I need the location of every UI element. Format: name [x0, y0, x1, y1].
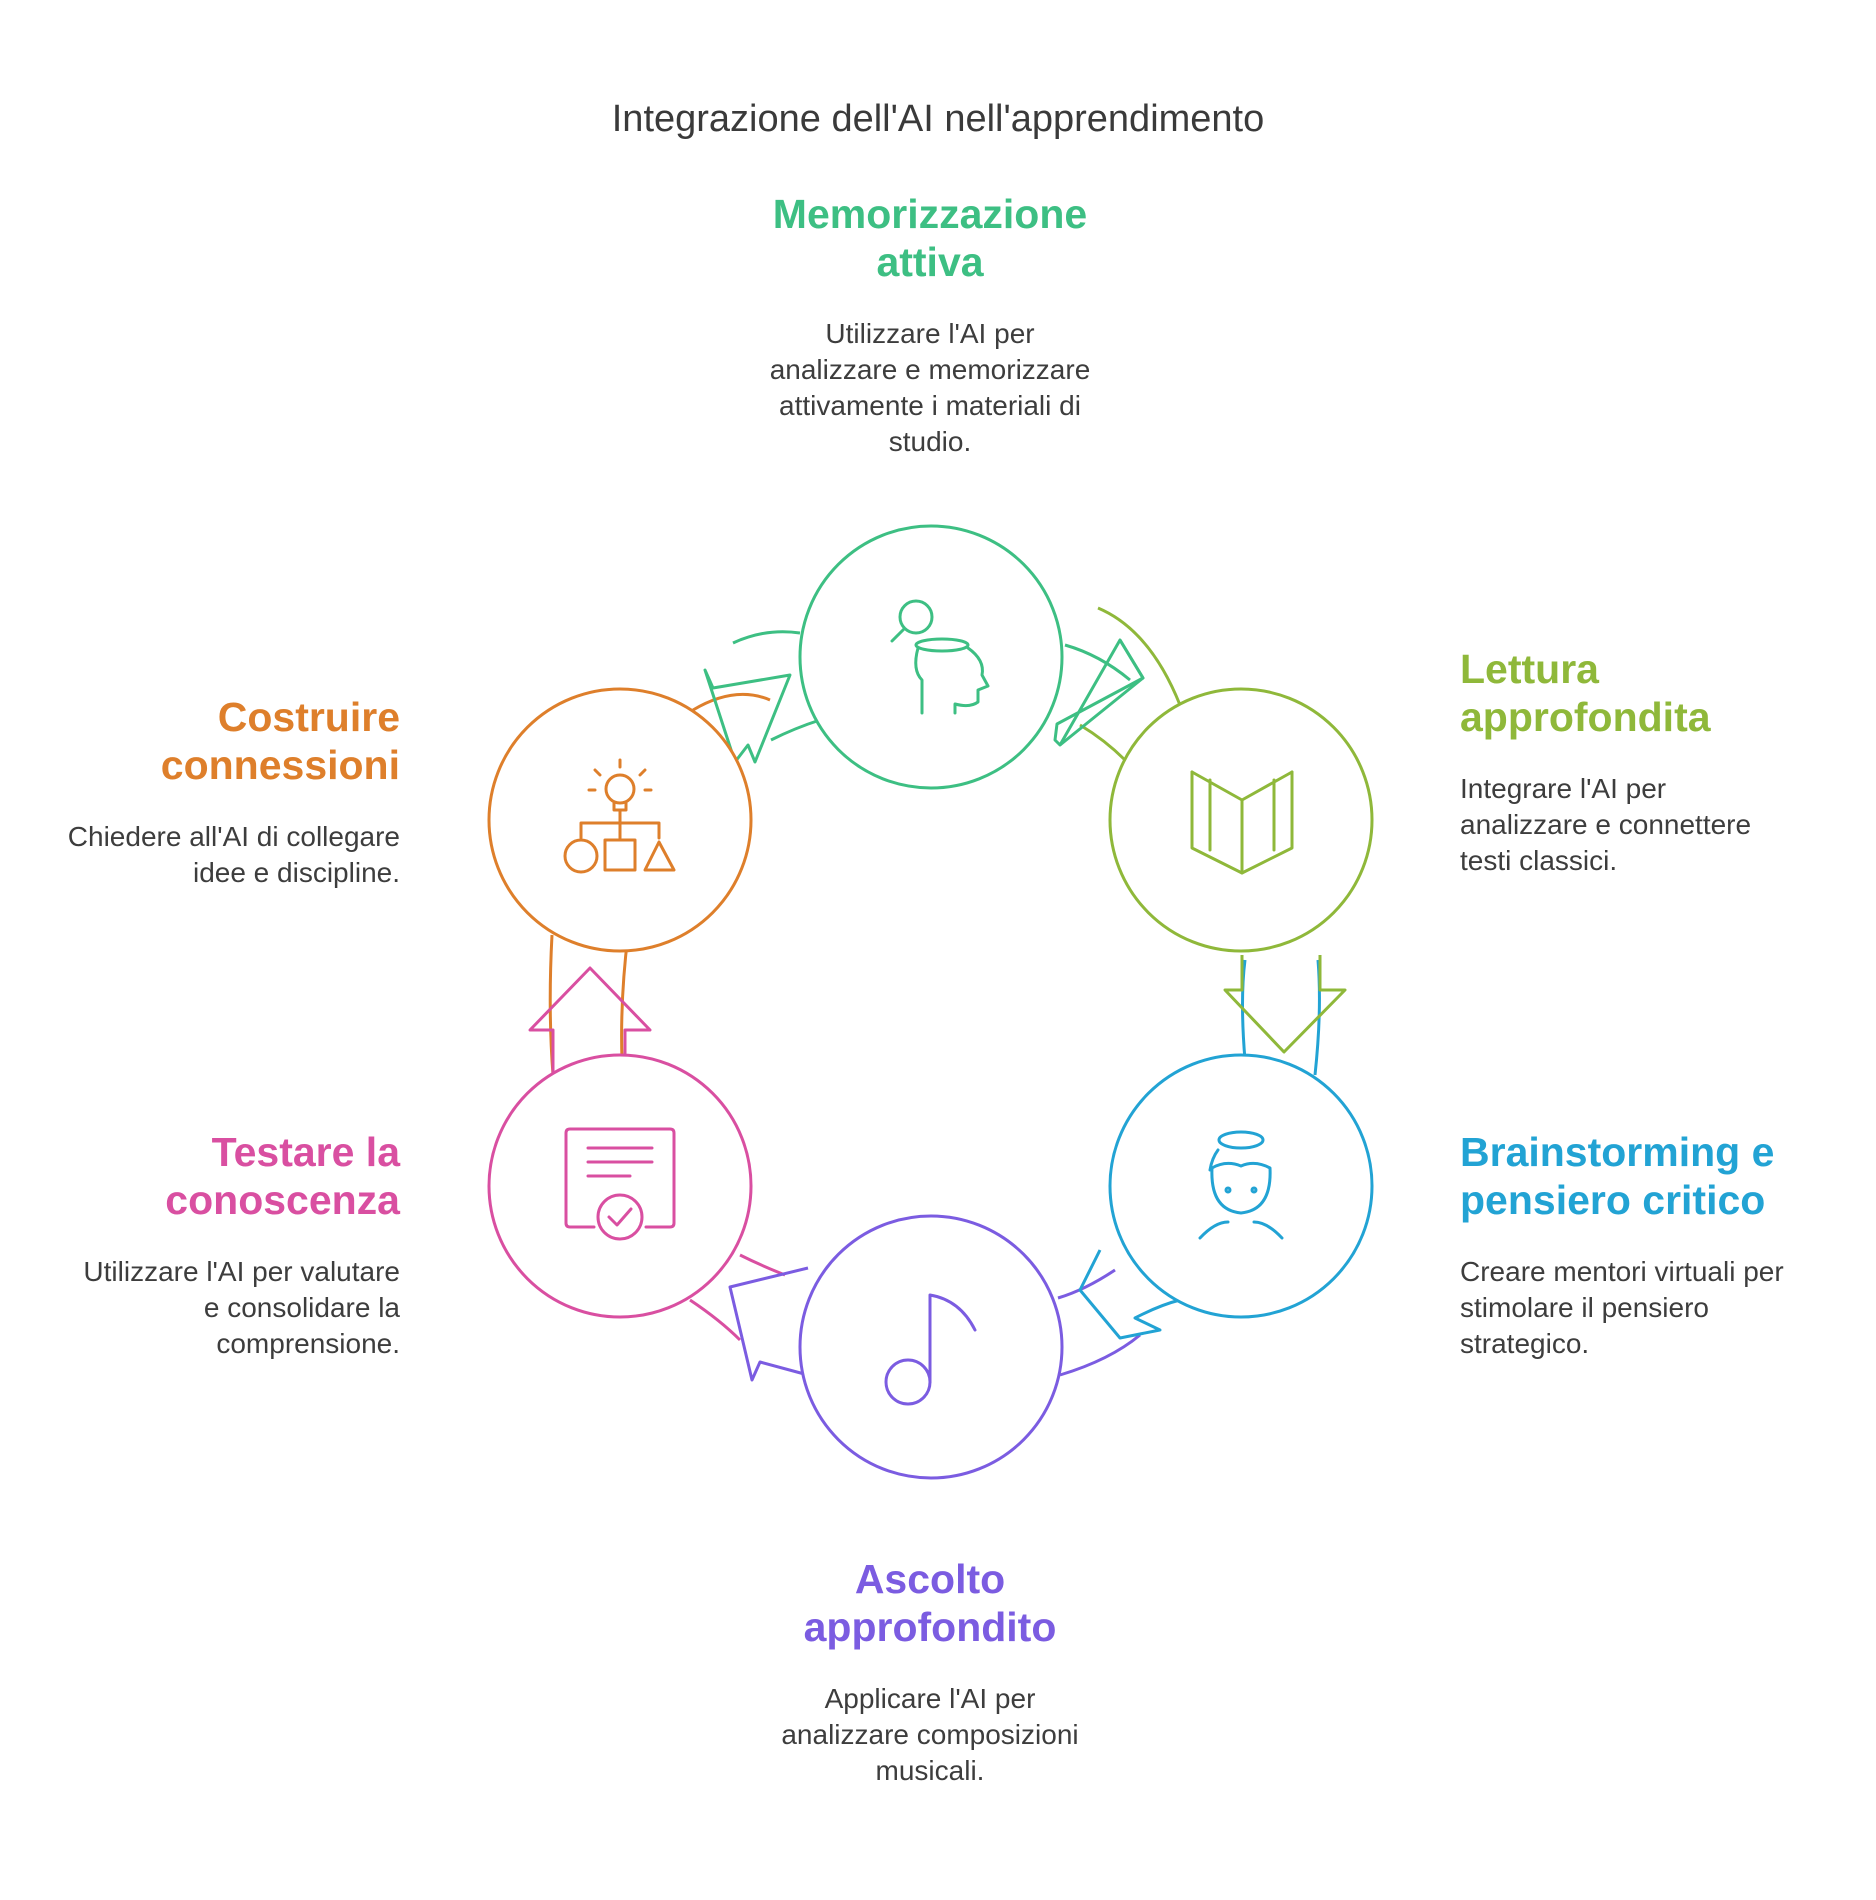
music-note-icon [884, 1293, 977, 1406]
step-description: Chiedere all'AI di collegare idee e disc… [67, 821, 400, 888]
open-book-icon [1190, 770, 1294, 875]
step-heading: Brainstorming e pensiero critico [1460, 1129, 1775, 1223]
circle-testare [487, 1053, 753, 1319]
step-description: Utilizzare l'AI per valutare e consolida… [83, 1256, 400, 1359]
step-description: Creare mentori virtuali per stimolare il… [1460, 1256, 1784, 1359]
connector-brainstorming-ascolto [1057, 1249, 1181, 1377]
step-heading: Lettura approfondita [1460, 646, 1711, 740]
step-description: Applicare l'AI per analizzare composizio… [781, 1683, 1079, 1786]
step-memorizzazione: Memorizzazione attiva Utilizzare l'AI pe… [720, 190, 1140, 460]
connector-ascolto-testare [689, 1253, 809, 1382]
step-heading: Ascolto approfondito [803, 1556, 1057, 1650]
step-heading: Costruire connessioni [160, 694, 400, 788]
step-costruire: Costruire connessioni Chiedere all'AI di… [20, 693, 400, 891]
step-heading: Testare la conoscenza [165, 1129, 400, 1223]
step-description: Utilizzare l'AI per analizzare e memoriz… [769, 318, 1091, 457]
step-lettura: Lettura approfondita Integrare l'AI per … [1460, 645, 1860, 879]
idea-shapes-icon [563, 758, 676, 874]
step-brainstorming: Brainstorming e pensiero critico Creare … [1460, 1128, 1860, 1362]
circle-brainstorming [1108, 1053, 1374, 1319]
connector-lettura-brainstorming [1223, 955, 1347, 1076]
step-testare: Testare la conoscenza Utilizzare l'AI pe… [20, 1128, 400, 1362]
circle-memorizzazione [798, 524, 1064, 790]
connector-memorizzazione-lettura [1053, 606, 1182, 762]
mentor-face-icon [1198, 1130, 1284, 1240]
certificate-icon [564, 1127, 676, 1241]
head-search-icon [890, 599, 990, 715]
diagram-title: Integrazione dell'AI nell'apprendimento [611, 98, 1265, 140]
step-heading: Memorizzazione attiva [772, 191, 1088, 285]
step-description: Integrare l'AI per analizzare e connette… [1460, 773, 1752, 876]
step-ascolto: Ascolto approfondito Applicare l'AI per … [730, 1555, 1130, 1789]
connector-testare-costruire [528, 934, 652, 1076]
